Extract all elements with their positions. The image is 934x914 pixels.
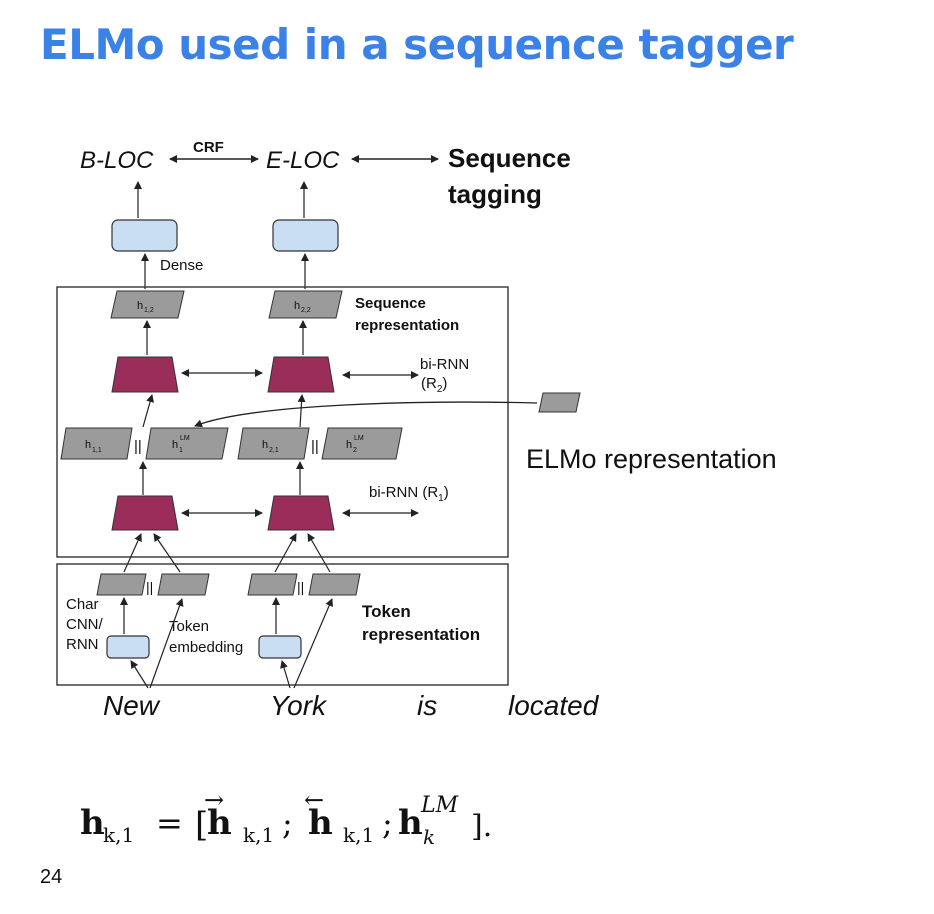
hidden-h1-lm [145, 427, 229, 460]
formula-lhs-sub: k,1 [103, 823, 134, 847]
elmo-representation-label: ELMo representation [526, 444, 777, 474]
formula-t2-base: h [308, 803, 333, 843]
char-label-line1: Char [66, 596, 99, 613]
bi-rnn-r1-sub: 1 [438, 493, 444, 504]
hidden-h22 [268, 290, 343, 319]
bi-rnn-r2-label-line1: bi-RNN [420, 356, 469, 373]
bi-rnn-r2-open: (R [421, 375, 437, 392]
sequence-representation-frame [56, 286, 509, 558]
hidden-h12 [110, 290, 185, 319]
arrow-tok2a-to-r1 [274, 533, 297, 573]
formula-t1-sub: k,1 [243, 823, 274, 847]
bi-rnn-r1-close: ) [444, 484, 449, 501]
hidden-h2-lm [321, 427, 403, 460]
hidden-h2-lm-sub: 2 [353, 447, 357, 454]
bi-rnn-r1-label: bi-RNN (R1) [369, 484, 449, 504]
arrow-tok1b-to-r1 [153, 533, 181, 573]
dense-label: Dense [160, 257, 203, 274]
page-number: 24 [40, 866, 63, 888]
char-label-line3: RNN [66, 636, 99, 653]
arrow-tok1a-to-r1 [123, 533, 142, 573]
concat-symbol-2: || [311, 438, 319, 455]
hidden-h11 [60, 427, 133, 460]
token-char-vector-1 [96, 573, 147, 596]
formula-equals: = [156, 804, 183, 842]
char-cnn-box-2 [258, 635, 302, 659]
token-representation-label-line2: representation [362, 625, 480, 644]
hidden-h2-lm-sup: LM [354, 435, 364, 442]
rnn-r2-cell-1 [111, 356, 179, 393]
hidden-h1-lm-base: h [172, 439, 178, 451]
formula-t1-arrow: → [204, 786, 224, 814]
formula-close: ]. [471, 809, 492, 844]
word-york: York [270, 690, 328, 721]
hidden-h11-base: h [85, 439, 91, 451]
token-char-vector-2 [247, 573, 298, 596]
tag-e-loc: E-LOC [266, 147, 340, 174]
hidden-h1-lm-sup: LM [180, 435, 190, 442]
hidden-h22-sub: 2,2 [301, 307, 311, 314]
formula-t1-base: h [207, 803, 232, 843]
elmo-formula: h k,1 = [ → h k,1 ; ← h k,1 ; h LM k ]. [80, 786, 492, 849]
token-embedding-label-line2: embedding [169, 639, 243, 656]
formula-t3-sub: k [423, 825, 435, 849]
bi-rnn-r2-sub: 2 [437, 384, 443, 395]
char-cnn-box-1 [106, 635, 150, 659]
hidden-h22-base: h [294, 300, 300, 312]
formula-open: [ [195, 805, 208, 845]
sequence-representation-label-line2: representation [355, 317, 459, 334]
bi-rnn-r2-label-line2: (R2) [421, 375, 447, 395]
rnn-r1-cell-1 [111, 495, 179, 531]
arrow-new-to-embedding [149, 598, 184, 689]
formula-t3-sup: LM [420, 793, 459, 818]
hidden-h21 [237, 427, 310, 460]
rnn-r2-cell-2 [267, 356, 335, 393]
formula-t2-arrow: ← [304, 786, 324, 814]
hidden-h21-base: h [262, 439, 268, 451]
token-concat-2: || [297, 579, 304, 595]
sequence-tagging-label-line2: tagging [448, 179, 542, 209]
sequence-representation-label-line1: Sequence [355, 295, 426, 312]
word-is: is [417, 690, 437, 721]
tag-b-loc: B-LOC [80, 147, 154, 174]
formula-sep-2: ; [382, 804, 393, 842]
hidden-h12-base: h [137, 300, 143, 312]
sequence-tagging-label-line1: Sequence [448, 143, 571, 173]
token-representation-frame [56, 563, 509, 686]
hidden-h12-sub: 1,2 [144, 307, 154, 314]
crf-label: CRF [193, 139, 224, 156]
elmo-input-vector [538, 392, 581, 413]
arrow-york-to-embedding [293, 598, 333, 689]
token-concat-1: || [146, 579, 153, 595]
token-embedding-label-line1: Token [169, 618, 209, 635]
hidden-h1-lm-sub: 1 [179, 447, 183, 454]
formula-lhs-base: h [80, 803, 105, 843]
formula-t3-base: h [398, 803, 423, 843]
rnn-r1-cell-2 [267, 495, 335, 531]
elmo-arrow-to-h1lm [194, 401, 538, 428]
hidden-h11-sub: 1,1 [92, 447, 102, 454]
formula-t2-sub: k,1 [343, 823, 374, 847]
arrow-tok2b-to-r1 [307, 533, 331, 573]
hidden-h2-lm-base: h [346, 439, 352, 451]
formula-sep-1: ; [282, 804, 293, 842]
arrow-new-to-charbox [130, 660, 149, 689]
token-embed-vector-2 [308, 573, 361, 596]
word-located: located [508, 690, 600, 721]
arrow-h11-to-r2 [142, 394, 154, 428]
word-new: New [103, 690, 161, 721]
arrow-york-to-charbox [280, 660, 291, 689]
concat-symbol-1: || [134, 438, 142, 455]
hidden-h21-sub: 2,1 [269, 447, 279, 454]
bi-rnn-r2-close: ) [442, 375, 447, 392]
dense-box-2 [272, 219, 339, 252]
char-label-line2: CNN/ [66, 616, 103, 633]
arrow-h21-to-r2 [297, 394, 306, 428]
token-representation-label-line1: Token [362, 602, 411, 621]
slide-title: ELMo used in a sequence tagger [40, 20, 794, 69]
bi-rnn-r1-text: bi-RNN (R [369, 484, 438, 501]
dense-box-1 [111, 219, 178, 252]
token-embed-vector-1 [157, 573, 210, 596]
